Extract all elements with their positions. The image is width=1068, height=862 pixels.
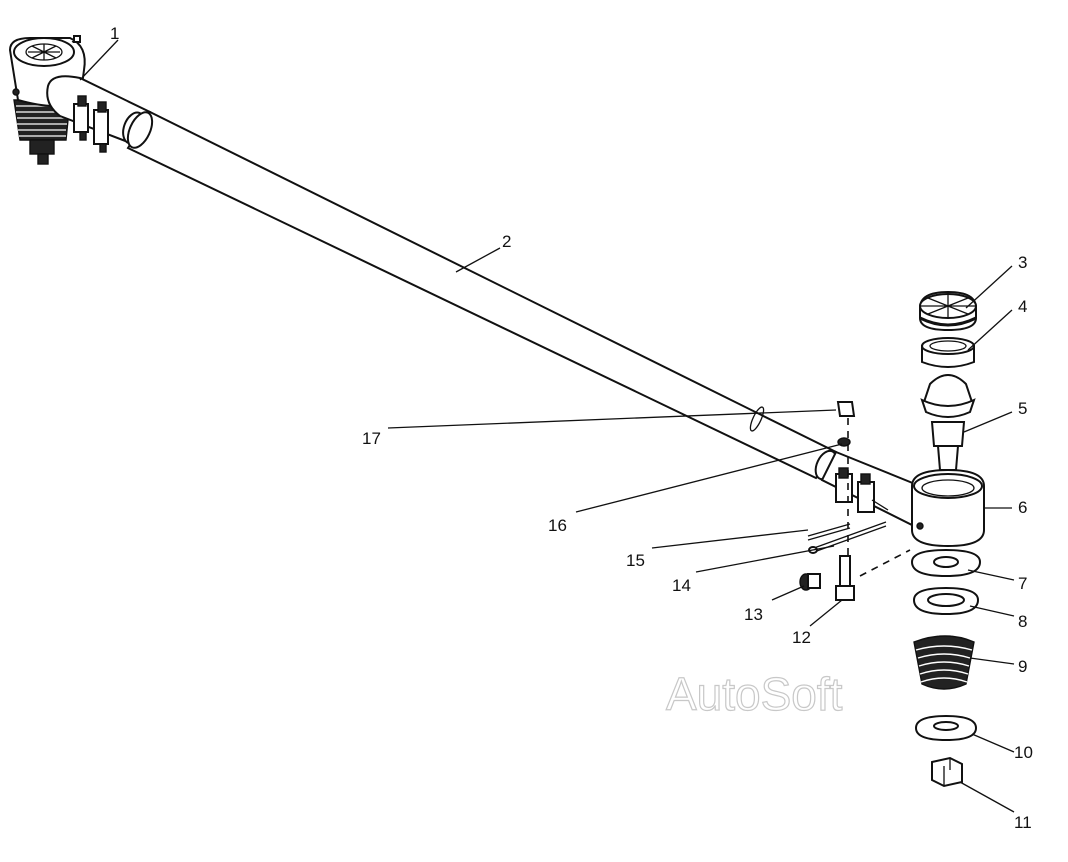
callout-labels: 1 2 3 4 5 6 7 8 9 10 11 12 13 14 15 16 1… [110, 24, 1033, 832]
callout-12: 12 [792, 628, 811, 647]
part-pin-15 [807, 523, 851, 541]
tie-rod-tube [126, 110, 838, 481]
part-spring [913, 635, 975, 690]
right-clamp [835, 467, 889, 513]
part-insert-ring [921, 337, 975, 368]
watermark: AutoSoft [666, 668, 843, 720]
callout-1: 1 [110, 24, 119, 43]
part-bolt [835, 555, 855, 601]
assembly-axes [847, 418, 911, 577]
part-grease-fitting [799, 573, 821, 591]
right-tie-rod-end [820, 450, 985, 548]
callout-9: 9 [1018, 657, 1027, 676]
part-ball-pin [920, 374, 976, 471]
callout-14: 14 [672, 576, 691, 595]
callout-8: 8 [1018, 612, 1027, 631]
callout-15: 15 [626, 551, 645, 570]
callout-4: 4 [1018, 297, 1027, 316]
callout-11: 11 [1014, 813, 1032, 832]
left-clamp [73, 95, 109, 153]
part-cover [919, 290, 977, 332]
part-nut [836, 401, 856, 417]
callout-13: 13 [744, 605, 763, 624]
callout-6: 6 [1018, 498, 1027, 517]
callout-17: 17 [362, 429, 381, 448]
part-castle-nut [931, 756, 963, 788]
callout-16: 16 [548, 516, 567, 535]
leader-lines [79, 39, 1015, 813]
part-washer-8 [912, 586, 980, 616]
callout-5: 5 [1018, 399, 1027, 418]
part-washer-10 [914, 714, 978, 742]
callout-3: 3 [1018, 253, 1027, 272]
callout-10: 10 [1014, 743, 1033, 762]
part-washer-7 [910, 548, 982, 578]
callout-7: 7 [1018, 574, 1027, 593]
callout-2: 2 [502, 232, 511, 251]
